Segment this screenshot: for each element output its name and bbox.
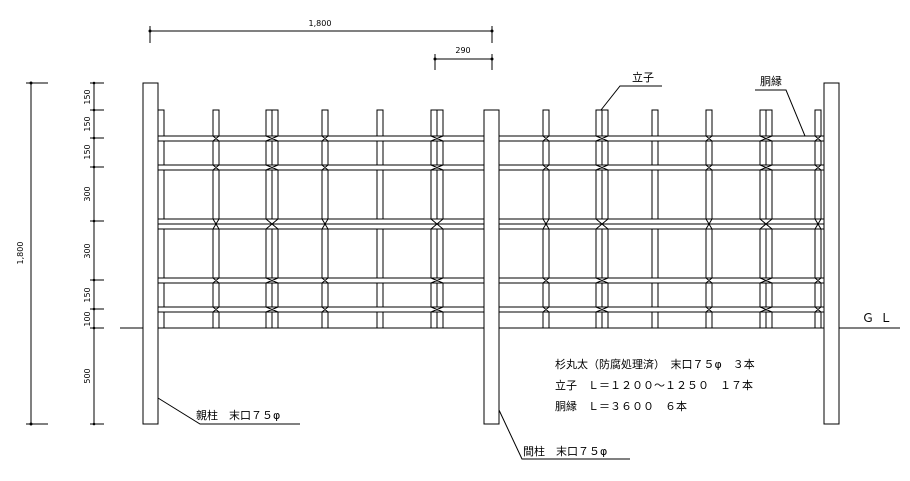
material-line: 杉丸太（防腐処理済） 末口７５φ ３本 (555, 357, 755, 371)
materials-list: 杉丸太（防腐処理済） 末口７５φ ３本 立子 Ｌ＝１２００～１２５０ １７本 胴… (555, 357, 755, 413)
vdim-label: 150 (83, 144, 92, 159)
height-dimension: 1,800 (16, 81, 48, 426)
material-line: 立子 Ｌ＝１２００～１２５０ １７本 (555, 378, 753, 392)
mid-post-callout: 間柱 末口７５φ (498, 409, 630, 460)
width-dimension-label: 1,800 (309, 19, 332, 28)
mid-post (483, 109, 500, 425)
main-post-right (823, 82, 840, 425)
main-post-callout: 親柱 末口７５φ (157, 397, 300, 425)
vdim-label: 150 (83, 89, 92, 104)
rail-label: 胴縁 (760, 74, 782, 88)
vdim-label: 500 (83, 368, 92, 383)
vdim-label: 150 (83, 287, 92, 302)
rail-callout: 胴縁 (755, 74, 806, 137)
spacing-dimension-label: 290 (455, 46, 470, 55)
vdim-label: 150 (83, 116, 92, 131)
vdim-label: 300 (83, 243, 92, 258)
height-dimension-label: 1,800 (16, 242, 25, 265)
picket-callout: 立子 (600, 70, 662, 111)
picket-label: 立子 (632, 70, 654, 84)
binding-marks (212, 135, 822, 313)
material-line: 胴縁 Ｌ＝３６００ ６本 (555, 399, 687, 413)
ground-level-label: ＧＬ (862, 311, 898, 325)
mid-post-label: 間柱 末口７５φ (523, 444, 607, 458)
main-post-label: 親柱 末口７５φ (196, 408, 280, 422)
main-post-left (142, 82, 159, 425)
vertical-chain-dimension: 150 150 150 300 300 150 100 500 (83, 81, 104, 426)
spacing-dimension: 290 (433, 46, 494, 70)
width-dimension: 1,800 (148, 19, 494, 43)
vdim-label: 100 (83, 311, 92, 326)
vdim-label: 300 (83, 186, 92, 201)
